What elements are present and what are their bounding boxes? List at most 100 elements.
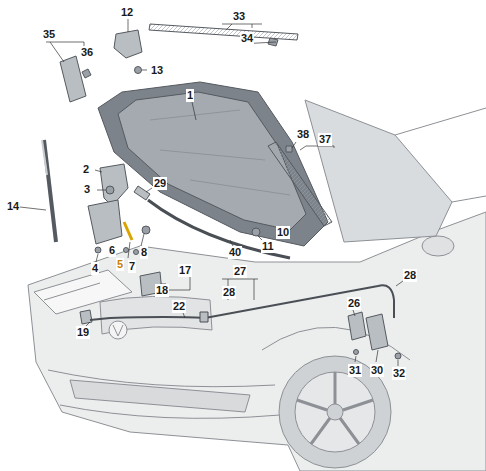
leader-lines [20, 19, 403, 366]
callout-number: 33 [232, 10, 246, 23]
bonnet-stroke [150, 110, 290, 195]
callout-number: 13 [150, 64, 164, 77]
callout-number: 7 [128, 260, 136, 273]
callout-number: 5 [116, 258, 124, 271]
car-body-stroke [44, 283, 100, 300]
car-body-stroke [422, 236, 454, 256]
hinge-lock-parts-stroke [100, 164, 128, 206]
hood-parts-stroke [60, 56, 86, 102]
leader-lines-stroke [128, 19, 129, 32]
leader-lines-stroke [46, 42, 84, 62]
callout-number: 10 [276, 226, 290, 239]
hinge-lock-parts-stroke [395, 353, 401, 359]
leader-lines-stroke [141, 234, 144, 246]
hood-parts [60, 24, 332, 226]
callout-number: 36 [80, 46, 94, 59]
callout-number: 1 [186, 89, 194, 102]
leader-lines-stroke [398, 360, 399, 366]
leader-lines-stroke [96, 254, 98, 262]
hood-parts-stroke [135, 67, 142, 74]
car-body-stroke [452, 196, 486, 202]
callout-number: 17 [178, 264, 192, 277]
leader-lines-stroke [292, 142, 296, 148]
gas-strut-stroke [42, 140, 47, 175]
callout-number: 18 [155, 284, 169, 297]
bonnet-stroke [118, 92, 306, 230]
leader-lines-stroke [97, 190, 106, 191]
callout-number: 3 [83, 183, 91, 196]
callout-number: 32 [392, 367, 406, 380]
hinge-lock-parts-stroke [134, 186, 150, 200]
wheel-stroke [295, 372, 375, 452]
callout-number: 30 [370, 364, 384, 377]
hood-parts-stroke [286, 146, 292, 152]
callout-number: 38 [296, 128, 310, 141]
bonnet [98, 82, 328, 246]
hinge-lock-parts-stroke [80, 310, 92, 324]
callout-number: 19 [76, 326, 90, 339]
leader-lines-stroke [95, 170, 102, 172]
leader-lines-stroke [128, 242, 130, 258]
wheel [279, 356, 391, 468]
callout-number: 29 [153, 177, 167, 190]
car-body-stroke [109, 321, 127, 339]
seal-cable-stroke [90, 285, 394, 320]
hinge-lock-parts-stroke [366, 314, 388, 350]
hinge-lock-parts [80, 164, 401, 359]
callout-number: 4 [91, 262, 99, 275]
seal-cable-stroke [148, 200, 290, 258]
hinge-lock-parts-stroke [354, 350, 359, 355]
seal-cable-stroke [200, 312, 208, 322]
car-body-stroke [395, 108, 486, 135]
seal-cable [90, 200, 394, 322]
callout-number: 40 [228, 246, 242, 259]
callout-number: 31 [348, 364, 362, 377]
hinge-lock-parts-stroke [124, 222, 132, 240]
callout-number: 6 [108, 244, 116, 257]
callout-number: 35 [42, 28, 56, 41]
hinge-lock-parts-stroke [348, 312, 366, 340]
hood-parts-stroke [149, 24, 298, 40]
leader-lines-stroke [142, 70, 147, 71]
leader-lines-stroke [168, 276, 190, 290]
leader-lines-stroke [355, 356, 356, 362]
gas-strut [42, 140, 56, 242]
callout-number: 26 [347, 297, 361, 310]
car-body-stroke [113, 325, 123, 336]
hinge-lock-parts-stroke [106, 186, 114, 194]
callout-number: 14 [6, 200, 20, 213]
callout-number: 34 [240, 32, 254, 45]
hinge-lock-parts-stroke [124, 248, 129, 253]
leader-lines-stroke [222, 279, 258, 300]
leader-lines-stroke [353, 310, 355, 316]
callout-number: 8 [140, 246, 148, 259]
leader-lines-stroke [20, 207, 46, 210]
car-body-stroke [70, 380, 250, 412]
callout-number: 2 [82, 163, 90, 176]
gas-strut-stroke [44, 140, 56, 242]
wheel-stroke [279, 356, 391, 468]
callout-number: 28 [403, 269, 417, 282]
leader-lines-stroke [396, 281, 403, 286]
leader-lines-stroke [376, 350, 378, 362]
callout-number: 22 [172, 300, 186, 313]
hinge-lock-parts-stroke [88, 200, 122, 244]
callout-number: 37 [318, 133, 332, 146]
bonnet-stroke [98, 82, 328, 246]
callout-number: 28 [222, 286, 236, 299]
callout-number: 27 [233, 265, 247, 278]
hinge-lock-parts-stroke [95, 247, 101, 253]
callout-number: 11 [261, 240, 275, 253]
leader-lines-stroke [300, 146, 334, 150]
hood-parts-stroke [268, 142, 332, 226]
callout-number: 12 [120, 6, 134, 19]
hinge-lock-parts-stroke [142, 226, 150, 234]
leader-lines-stroke [222, 24, 262, 30]
car-body-stroke [60, 405, 280, 418]
wheel-stroke [297, 372, 373, 444]
hinge-lock-parts-stroke [134, 250, 139, 255]
leader-lines-stroke [146, 188, 152, 192]
hood-parts-stroke [114, 30, 142, 58]
